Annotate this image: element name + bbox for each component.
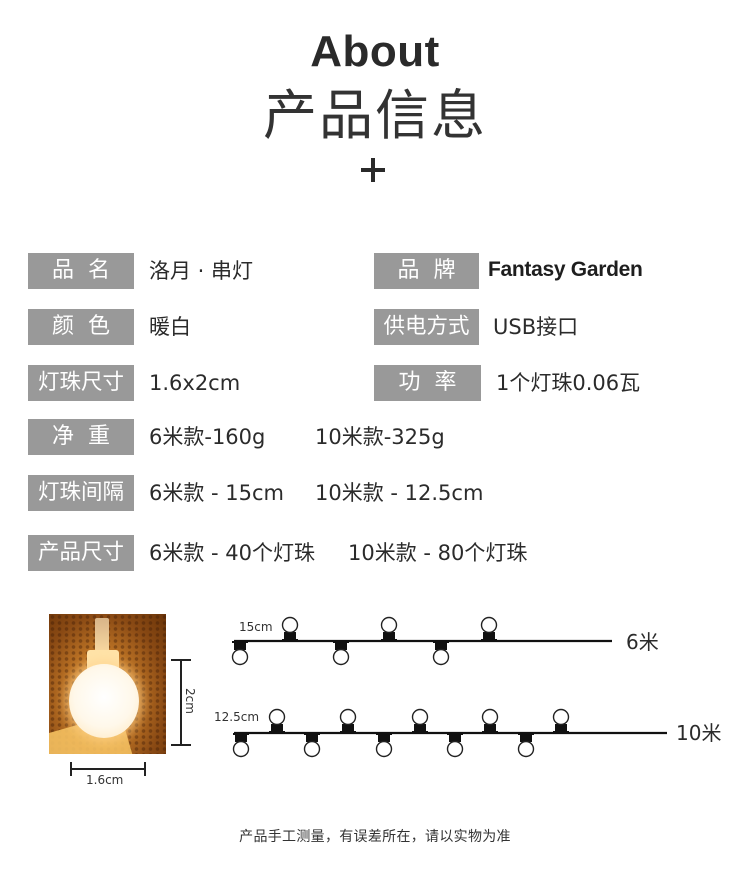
string-6m [231,616,612,666]
height-dimension-tick-bottom [171,744,191,746]
width-dimension-tick-left [70,762,72,776]
label-power-supply: 供电方式 [374,309,479,345]
plus-icon [361,158,385,182]
label-name: 品名 [28,253,134,289]
label-net-weight: 净重 [28,419,134,455]
label-bulb-spacing: 灯珠间隔 [28,475,134,511]
title-en: About [310,27,440,76]
spacing-label-10m: 12.5cm [214,710,260,724]
value-net-weight-6m: 6米款-160g [149,425,266,449]
string-10m [232,708,667,758]
height-dimension-line [180,659,182,745]
label-product-size: 产品尺寸 [28,535,134,571]
bulb-photo [49,614,166,754]
label-power: 功率 [374,365,481,401]
label-color: 颜色 [28,309,134,345]
value-bulb-size: 1.6x2cm [149,371,241,395]
length-label-6m: 6米 [626,630,659,654]
value-power-supply: USB接口 [493,315,579,339]
width-dimension-line [70,768,145,770]
height-dimension-tick-top [171,659,191,661]
title-cn: 产品信息 [263,84,487,147]
value-net-weight-10m: 10米款-325g [315,425,445,449]
value-product-size-6m: 6米款 - 40个灯珠 [149,541,316,565]
spacing-label-6m: 15cm [239,620,273,634]
label-bulb-size: 灯珠尺寸 [28,365,134,401]
value-name: 洛月 · 串灯 [149,259,254,283]
value-color: 暖白 [149,315,191,339]
label-brand: 品牌 [374,253,479,289]
width-dimension-tick-right [144,762,146,776]
value-brand: Fantasy Garden [488,258,643,281]
value-power: 1个灯珠0.06瓦 [496,371,641,395]
string-light-diagram [231,616,667,758]
measurement-note: 产品手工测量，有误差所在，请以实物为准 [239,829,511,845]
value-product-size-10m: 10米款 - 80个灯珠 [348,541,528,565]
bulb-width-label: 1.6cm [86,773,124,787]
value-bulb-spacing-6m: 6米款 - 15cm [149,481,285,505]
length-label-10m: 10米 [676,721,722,745]
value-bulb-spacing-10m: 10米款 - 12.5cm [315,481,484,505]
